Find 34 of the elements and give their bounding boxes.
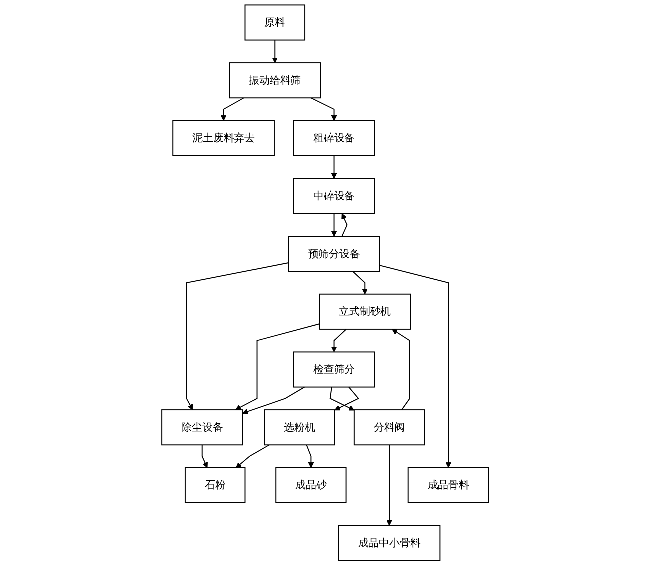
- arrow: [236, 444, 270, 468]
- node-box: 检查筛分: [293, 352, 375, 388]
- node-box: 石粉: [184, 467, 246, 504]
- node-box: 成品骨料: [407, 467, 489, 504]
- node-box: 立式制砂机: [318, 294, 411, 330]
- node-box: 除尘设备: [161, 410, 243, 446]
- arrow: [329, 386, 354, 411]
- arrow: [272, 40, 278, 64]
- arrow: [220, 98, 244, 122]
- arrow: [242, 386, 305, 415]
- arrow: [334, 386, 359, 411]
- node-box: 泥土废料弃去: [172, 120, 274, 156]
- arrow: [234, 324, 320, 410]
- node-box: 粗碎设备: [293, 120, 375, 156]
- arrow: [330, 328, 346, 352]
- node-box: 分料阀: [353, 410, 425, 446]
- node-box: 振动给料筛: [228, 62, 321, 99]
- node-box: 成品中小骨料: [338, 525, 440, 562]
- node-box: 预筛分设备: [288, 236, 380, 272]
- arrow: [378, 265, 451, 468]
- arrow: [386, 444, 392, 526]
- arrow: [310, 98, 337, 122]
- arrow: [306, 444, 314, 468]
- node-box: 原料: [244, 4, 306, 41]
- arrow: [352, 271, 368, 295]
- arrow: [330, 155, 337, 179]
- arrow: [392, 329, 410, 411]
- node-box: 选粉机: [264, 410, 335, 446]
- arrow: [186, 262, 289, 410]
- arrow: [330, 213, 337, 237]
- node-box: 成品砂: [275, 467, 346, 504]
- arrow: [201, 444, 208, 468]
- node-box: 中碎设备: [293, 178, 375, 214]
- arrow: [341, 214, 348, 238]
